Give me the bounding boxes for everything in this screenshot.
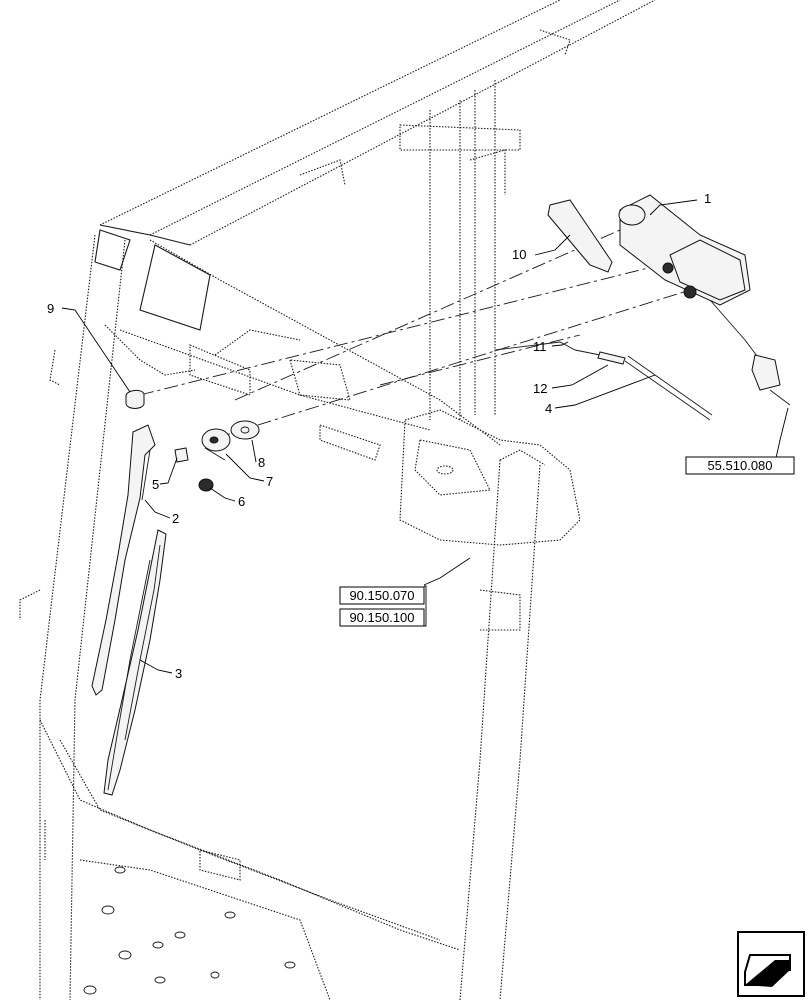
nut (198, 478, 214, 492)
cab-frame (19, 0, 656, 1000)
callout-5: 5 (152, 477, 159, 492)
callout-6: 6 (238, 494, 245, 509)
reference-cab-2-text: 90.150.100 (349, 610, 414, 625)
callouts: 1 2 3 4 5 6 7 8 9 10 11 12 (47, 191, 711, 681)
cap-nut (174, 447, 189, 463)
callout-3: 3 (175, 666, 182, 681)
reference-harness-text: 55.510.080 (707, 458, 772, 473)
leader-lines (61, 199, 789, 674)
callout-8: 8 (258, 455, 265, 470)
gasket (230, 420, 260, 440)
wiper-blade (103, 529, 167, 796)
callout-1: 1 (704, 191, 711, 206)
callout-10: 10 (512, 247, 526, 262)
foam-pad (547, 199, 613, 273)
back-arrow-icon[interactable] (737, 931, 805, 997)
callout-2: 2 (172, 511, 179, 526)
wiper-arm (91, 424, 156, 696)
reference-cab-1-text: 90.150.070 (349, 588, 414, 603)
callout-7: 7 (266, 474, 273, 489)
washer-hose (494, 341, 713, 421)
assembly-lines (139, 229, 691, 441)
wiper-motor (618, 194, 791, 406)
callout-4: 4 (545, 401, 552, 416)
reference-box-harness[interactable]: 55.510.080 (685, 456, 795, 475)
callout-12: 12 (533, 381, 547, 396)
callout-9: 9 (47, 301, 54, 316)
bearing (201, 428, 231, 461)
reference-box-cab-1[interactable]: 90.150.070 (339, 586, 425, 605)
callout-11: 11 (533, 339, 547, 354)
cap-part (125, 389, 145, 409)
reference-box-cab-2[interactable]: 90.150.100 (339, 608, 425, 627)
